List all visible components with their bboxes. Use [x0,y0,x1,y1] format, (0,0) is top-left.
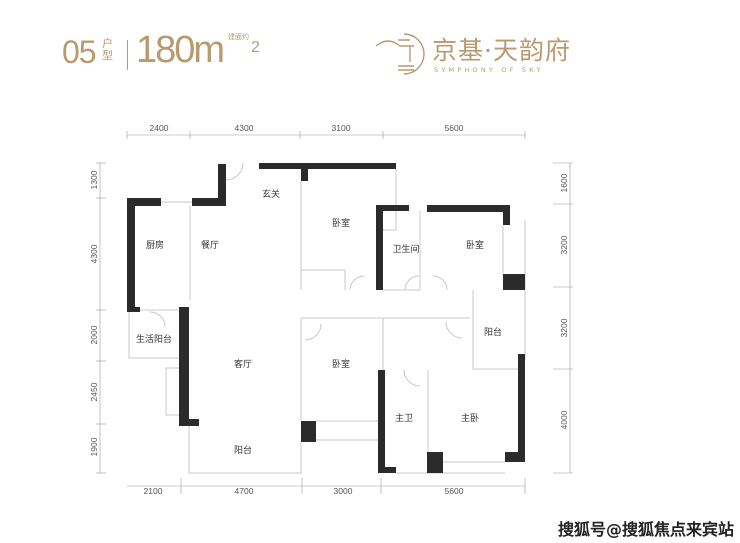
room-balcony-bottom: 阳台 [234,444,252,456]
room-utility-balcony: 生活阳台 [136,333,172,345]
dim-right-2: 3200 [559,235,569,254]
area-note: 建面约 [228,33,249,41]
brand-name-cn: 京基·天韵府 [432,36,571,65]
dim-bottom-1: 2100 [144,486,163,496]
area-superscript: 2 [251,39,260,56]
dim-top-4: 5600 [445,123,464,133]
dim-bottom-2: 4700 [235,486,254,496]
unit-type-suffix: 户型 [102,37,113,62]
dim-right-3: 3200 [559,318,569,337]
dimension-lines [96,131,573,494]
dim-right-4: 4000 [559,410,569,429]
room-entrance: 玄关 [262,188,280,200]
dim-top-1: 2400 [150,123,169,133]
watermark: 搜狐号@搜狐焦点来宾站 [558,520,735,539]
header-divider [127,40,128,70]
dim-left-4: 2450 [89,382,99,401]
room-living: 客厅 [234,358,252,370]
thin-partitions [128,162,526,474]
dim-right-1: 1600 [559,173,569,192]
dim-left-5: 1900 [89,437,99,456]
brand-logo-icon [375,33,425,75]
dim-bottom-3: 3000 [334,486,353,496]
unit-type-number: 05 [62,34,97,70]
dim-top-2: 4300 [235,123,254,133]
room-bedroom-top: 卧室 [332,217,350,229]
area-value: 180m [136,29,225,71]
room-balcony-right: 阳台 [484,326,502,338]
brand-name-en: SYMPHONY OF SKY [434,66,544,74]
room-kitchen: 厨房 [146,239,164,251]
dim-left-3: 2000 [89,325,99,344]
room-bedroom-middle: 卧室 [332,358,350,370]
dim-bottom-4: 5600 [445,486,464,496]
room-bedroom-right: 卧室 [466,239,484,251]
room-master-bath: 主卫 [395,412,413,424]
room-master-bedroom: 主卧 [461,412,479,424]
room-dining: 餐厅 [201,239,219,251]
dim-top-3: 3100 [332,123,351,133]
walls [127,163,525,473]
dim-left-2: 4300 [89,244,99,263]
room-bathroom: 卫生间 [392,243,419,255]
dim-left-1: 1300 [89,170,99,189]
